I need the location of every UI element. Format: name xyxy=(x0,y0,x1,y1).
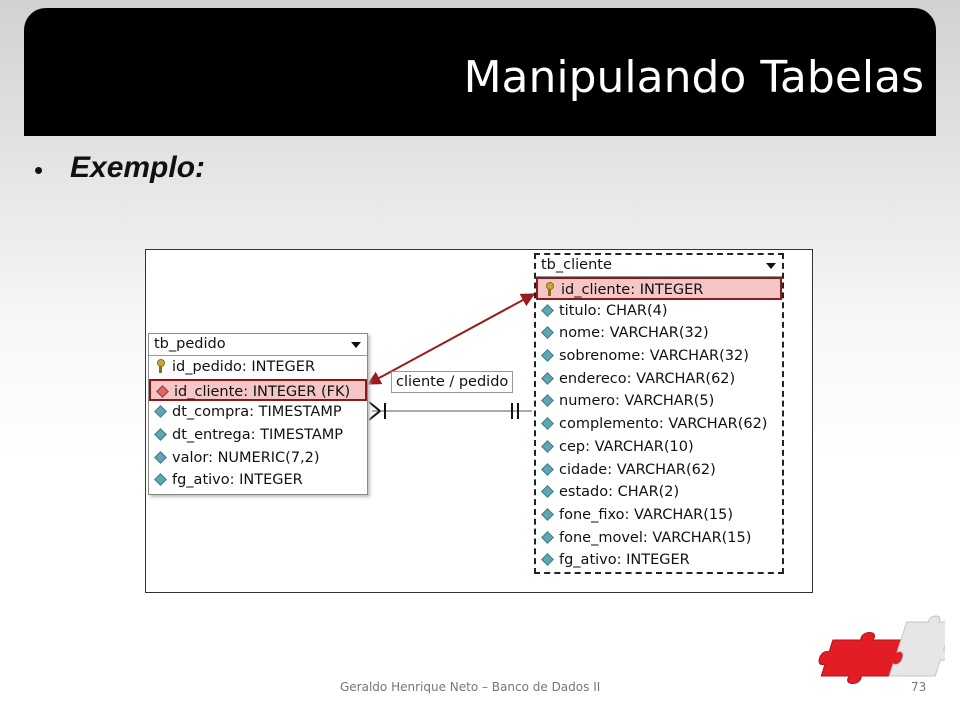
column-icon xyxy=(540,416,554,430)
dropdown-arrow-icon[interactable] xyxy=(351,342,361,348)
table-row[interactable]: valor: NUMERIC(7,2) xyxy=(149,447,367,470)
table-row[interactable]: numero: VARCHAR(5) xyxy=(536,390,782,413)
relationship-connector xyxy=(368,401,532,421)
field-label: endereco: VARCHAR(62) xyxy=(559,370,736,387)
slide-title: Manipulando Tabelas xyxy=(463,52,924,103)
field-label: fone_fixo: VARCHAR(15) xyxy=(559,506,734,523)
field-label: id_cliente: INTEGER (FK) xyxy=(174,383,351,400)
primary-key-icon xyxy=(542,282,556,296)
field-label: valor: NUMERIC(7,2) xyxy=(172,449,320,466)
table-row[interactable]: cep: VARCHAR(10) xyxy=(536,436,782,459)
table-row[interactable]: id_pedido: INTEGER xyxy=(149,356,367,379)
table-tb-cliente[interactable]: tb_cliente id_cliente: INTEGER titulo: C… xyxy=(534,253,784,574)
relationship-lines xyxy=(366,293,536,421)
column-icon xyxy=(540,530,554,544)
table-row-highlighted[interactable]: id_cliente: INTEGER xyxy=(536,277,782,300)
bullet-text: Exemplo: xyxy=(70,151,206,184)
column-icon xyxy=(540,439,554,453)
table-row[interactable]: fone_fixo: VARCHAR(15) xyxy=(536,504,782,527)
field-label: id_pedido: INTEGER xyxy=(172,359,316,375)
puzzle-logo-icon xyxy=(818,615,945,684)
table-row[interactable]: dt_entrega: TIMESTAMP xyxy=(149,424,367,447)
column-icon xyxy=(540,507,554,521)
column-icon xyxy=(540,484,554,498)
column-icon xyxy=(153,404,167,418)
column-icon xyxy=(540,393,554,407)
relationship-label[interactable]: cliente / pedido xyxy=(391,371,514,393)
column-icon xyxy=(153,427,167,441)
table-tb-pedido[interactable]: tb_pedido id_pedido: INTEGER id_cliente:… xyxy=(148,333,368,495)
field-label: estado: CHAR(2) xyxy=(559,484,680,501)
column-icon xyxy=(153,472,167,486)
table-row[interactable]: complemento: VARCHAR(62) xyxy=(536,413,782,436)
field-label: cidade: VARCHAR(62) xyxy=(559,461,716,478)
table-header[interactable]: tb_pedido xyxy=(149,334,367,356)
column-icon xyxy=(153,450,167,464)
column-icon xyxy=(540,552,554,566)
table-row[interactable]: cidade: VARCHAR(62) xyxy=(536,459,782,482)
table-header[interactable]: tb_cliente xyxy=(536,255,782,277)
field-label: fone_movel: VARCHAR(15) xyxy=(559,529,752,546)
table-row[interactable]: fone_movel: VARCHAR(15) xyxy=(536,527,782,550)
title-bar: Manipulando Tabelas xyxy=(24,8,936,136)
field-label: sobrenome: VARCHAR(32) xyxy=(559,348,749,365)
table-row-highlighted[interactable]: id_cliente: INTEGER (FK) xyxy=(149,378,367,402)
table-row[interactable]: dt_compra: TIMESTAMP xyxy=(149,401,367,424)
table-name: tb_cliente xyxy=(541,257,612,273)
table-row[interactable]: nome: VARCHAR(32) xyxy=(536,322,782,345)
column-icon xyxy=(540,371,554,385)
footer-text: Geraldo Henrique Neto – Banco de Dados I… xyxy=(340,680,601,694)
table-row[interactable]: fg_ativo: INTEGER xyxy=(149,469,367,492)
table-row[interactable]: estado: CHAR(2) xyxy=(536,481,782,504)
table-row[interactable]: sobrenome: VARCHAR(32) xyxy=(536,345,782,368)
page-number: 73 xyxy=(911,680,927,694)
bullet-icon: • xyxy=(34,155,44,185)
field-label: titulo: CHAR(4) xyxy=(559,302,668,319)
field-label: dt_compra: TIMESTAMP xyxy=(172,404,342,421)
column-icon xyxy=(540,303,554,317)
field-label: fg_ativo: INTEGER xyxy=(559,552,690,569)
highlight-arrow xyxy=(366,293,536,385)
er-diagram: tb_pedido id_pedido: INTEGER id_cliente:… xyxy=(145,249,813,593)
column-icon xyxy=(540,462,554,476)
dropdown-arrow-icon[interactable] xyxy=(766,263,776,269)
foreign-key-icon xyxy=(155,384,169,398)
table-name: tb_pedido xyxy=(154,336,226,352)
field-label: cep: VARCHAR(10) xyxy=(559,438,694,455)
primary-key-icon xyxy=(153,359,167,373)
field-label: id_cliente: INTEGER xyxy=(561,282,704,298)
column-icon xyxy=(540,325,554,339)
field-label: fg_ativo: INTEGER xyxy=(172,472,303,489)
column-icon xyxy=(540,348,554,362)
field-label: dt_entrega: TIMESTAMP xyxy=(172,427,343,444)
field-label: complemento: VARCHAR(62) xyxy=(559,416,768,433)
field-label: nome: VARCHAR(32) xyxy=(559,325,709,342)
table-row[interactable]: fg_ativo: INTEGER xyxy=(536,549,782,572)
table-row[interactable]: titulo: CHAR(4) xyxy=(536,300,782,323)
table-row[interactable]: endereco: VARCHAR(62) xyxy=(536,368,782,391)
field-label: numero: VARCHAR(5) xyxy=(559,393,715,410)
